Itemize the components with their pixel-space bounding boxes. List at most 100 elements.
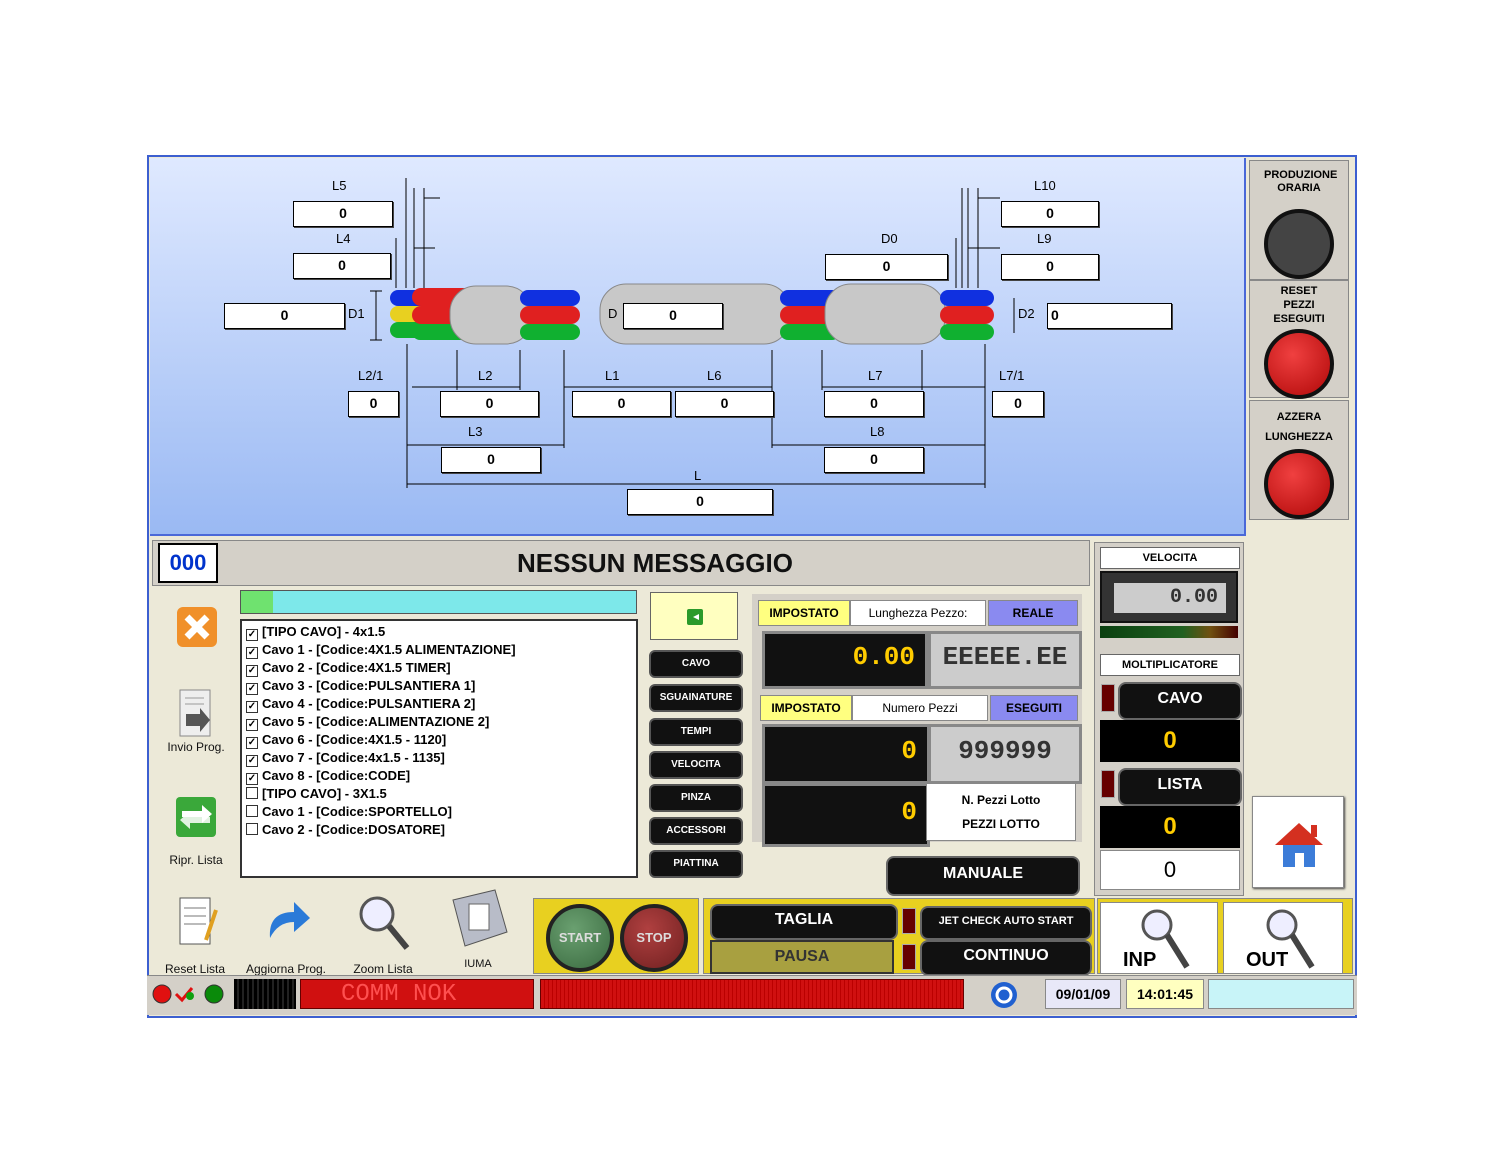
out-button[interactable]: OUT xyxy=(1223,902,1343,974)
label-l5: L5 xyxy=(332,178,347,193)
list-item[interactable]: ✓ Cavo 7 - [Codice:4x1.5 - 1135] xyxy=(246,749,632,767)
l6-input[interactable]: 0 xyxy=(675,391,774,417)
message-text: NESSUN MESSAGGIO xyxy=(517,548,793,578)
left-diameter-input[interactable]: 0 xyxy=(224,303,345,329)
continuo-button[interactable]: CONTINUO xyxy=(920,940,1092,976)
list-item[interactable]: ✓Cavo 1 - [Codice:4X1.5 ALIMENTAZIONE] xyxy=(246,641,632,659)
aggiorna-prog-button[interactable]: Aggiorna Prog. xyxy=(236,892,336,976)
l7-1-input[interactable]: 0 xyxy=(992,391,1044,417)
cavo-button[interactable]: CAVO xyxy=(1118,682,1242,720)
jet-check-button[interactable]: JET CHECK AUTO START xyxy=(920,906,1092,940)
iuma-logo-icon xyxy=(452,889,508,947)
list-item-label: [TIPO CAVO] - 4x1.5 xyxy=(262,624,386,639)
d-input[interactable]: 0 xyxy=(623,303,723,329)
menu-button-accessori[interactable]: ACCESSORI xyxy=(649,817,743,845)
back-arrow-icon xyxy=(687,609,703,625)
right-diameter-input[interactable]: 0 xyxy=(1047,303,1172,329)
cable-list[interactable]: ✓ [TIPO CAVO] - 4x1.5 ✓Cavo 1 - [Codice:4X… xyxy=(240,619,638,878)
start-button[interactable]: START xyxy=(546,904,614,972)
reset-pezzi-label: RESET PEZZI ESEGUITI xyxy=(1273,285,1325,325)
l2-input[interactable]: 0 xyxy=(440,391,539,417)
set-length-display: 0.00 xyxy=(762,631,928,689)
menu-button-velocita[interactable]: VELOCITA xyxy=(649,751,743,779)
menu-button-sguainature[interactable]: SGUAINATURE xyxy=(649,684,743,712)
produzione-oraria-button[interactable]: PRODUZIONE ORARIA xyxy=(1249,160,1349,280)
label-d2: D2 xyxy=(1018,306,1035,321)
list-item-checkbox[interactable]: ✓ xyxy=(246,755,258,767)
list-item-checkbox[interactable]: ✓ xyxy=(246,773,258,785)
list-item-checkbox[interactable] xyxy=(246,823,258,835)
list-item-checkbox[interactable] xyxy=(246,787,258,799)
lista-value: 0 xyxy=(1100,806,1240,848)
numero-pezzi-tag: Numero Pezzi xyxy=(852,695,988,721)
reset-lista-button[interactable]: Reset Lista xyxy=(154,892,236,976)
list-item-label: Cavo 8 - [Codice:CODE] xyxy=(262,768,411,783)
speed-meter xyxy=(1100,626,1238,638)
list-item[interactable]: Cavo 2 - [Codice:DOSATORE] xyxy=(246,821,632,839)
message-code: 000 xyxy=(158,543,218,583)
list-item[interactable]: Cavo 1 - [Codice:SPORTELLO] xyxy=(246,803,632,821)
zoom-lista-button[interactable]: Zoom Lista xyxy=(338,892,428,976)
lista-button[interactable]: LISTA xyxy=(1118,768,1242,806)
l4-input[interactable]: 0 xyxy=(293,253,391,279)
l9-input[interactable]: 0 xyxy=(1001,254,1099,280)
l3-input[interactable]: 0 xyxy=(441,447,541,473)
stop-button[interactable]: STOP xyxy=(620,904,688,972)
eseguiti-tag: ESEGUITI xyxy=(990,695,1078,721)
list-item-checkbox[interactable]: ✓ xyxy=(246,665,258,677)
list-item-checkbox[interactable]: ✓ xyxy=(246,737,258,749)
cable-diagram-panel: L5 0 L4 0 0 D1 D 0 L10 0 D0 0 L9 0 D2 0 … xyxy=(150,158,1246,536)
lot-label-2: PEZZI LOTTO xyxy=(962,817,1040,831)
total-length-input[interactable]: 0 xyxy=(627,489,773,515)
invio-prog-button[interactable]: Invio Prog. xyxy=(156,688,236,754)
set-pieces-display: 0 xyxy=(762,724,930,784)
l2-1-input[interactable]: 0 xyxy=(348,391,399,417)
velocita-frame: 0.00 xyxy=(1100,571,1238,623)
d0-input[interactable]: 0 xyxy=(825,254,948,280)
l7-input[interactable]: 0 xyxy=(824,391,924,417)
ripr-lista-label: Ripr. Lista xyxy=(169,853,223,867)
lot-pieces-display: 0 xyxy=(762,783,930,847)
menu-button-piattina[interactable]: PIATTINA xyxy=(649,850,743,878)
azzera-lunghezza-button[interactable]: AZZERA LUNGHEZZA xyxy=(1249,400,1349,520)
list-item[interactable]: [TIPO CAVO] - 3X1.5 xyxy=(246,785,632,803)
iuma-button[interactable]: IUMA xyxy=(436,886,520,970)
l10-input[interactable]: 0 xyxy=(1001,201,1099,227)
cancel-button[interactable] xyxy=(170,604,224,650)
pausa-button[interactable]: PAUSA xyxy=(710,940,894,974)
list-item-checkbox[interactable] xyxy=(246,805,258,817)
list-item-checkbox[interactable]: ✓ xyxy=(246,719,258,731)
list-item-checkbox[interactable]: ✓ xyxy=(246,701,258,713)
magnifier-icon xyxy=(359,896,410,950)
list-item[interactable]: ✓Cavo 5 - [Codice:ALIMENTAZIONE 2] xyxy=(246,713,632,731)
taglia-button[interactable]: TAGLIA xyxy=(710,904,898,940)
l5-input[interactable]: 0 xyxy=(293,201,393,227)
ripr-lista-button[interactable]: Ripr. Lista xyxy=(156,795,236,867)
list-item[interactable]: ✓Cavo 6 - [Codice:4X1.5 - 1120] xyxy=(246,731,632,749)
list-item[interactable]: ✓ Cavo 2 - [Codice:4X1.5 TIMER] xyxy=(246,659,632,677)
back-button[interactable] xyxy=(650,592,738,640)
l1-input[interactable]: 0 xyxy=(572,391,671,417)
invio-prog-label: Invio Prog. xyxy=(167,740,225,754)
menu-button-pinza[interactable]: PINZA xyxy=(649,784,743,812)
manuale-button[interactable]: MANUALE xyxy=(886,856,1080,896)
list-item[interactable]: ✓Cavo 3 - [Codice:PULSANTIERA 1] xyxy=(246,677,632,695)
menu-button-tempi[interactable]: TEMPI xyxy=(649,718,743,746)
message-ticker xyxy=(540,979,964,1009)
list-item-label: Cavo 2 - [Codice:4X1.5 TIMER] xyxy=(262,660,451,675)
home-button[interactable] xyxy=(1252,796,1344,888)
list-item-checkbox[interactable]: ✓ xyxy=(246,629,258,641)
inp-button[interactable]: INP xyxy=(1100,902,1218,974)
list-item-checkbox[interactable]: ✓ xyxy=(246,647,258,659)
out-magnifier-icon xyxy=(1266,909,1315,969)
l8-input[interactable]: 0 xyxy=(824,447,924,473)
list-item[interactable]: ✓ [TIPO CAVO] - 4x1.5 xyxy=(246,623,632,641)
list-item[interactable]: ✓ Cavo 8 - [Codice:CODE] xyxy=(246,767,632,785)
list-item[interactable]: ✓Cavo 4 - [Codice:PULSANTIERA 2] xyxy=(246,695,632,713)
reset-pezzi-button[interactable]: RESET PEZZI ESEGUITI xyxy=(1249,280,1349,399)
list-item-label: Cavo 7 - [Codice:4x1.5 - 1135] xyxy=(262,750,445,765)
left-sheath xyxy=(449,285,533,345)
menu-button-cavo[interactable]: CAVO xyxy=(649,650,743,678)
home-icon xyxy=(1275,823,1323,867)
list-item-checkbox[interactable]: ✓ xyxy=(246,683,258,695)
